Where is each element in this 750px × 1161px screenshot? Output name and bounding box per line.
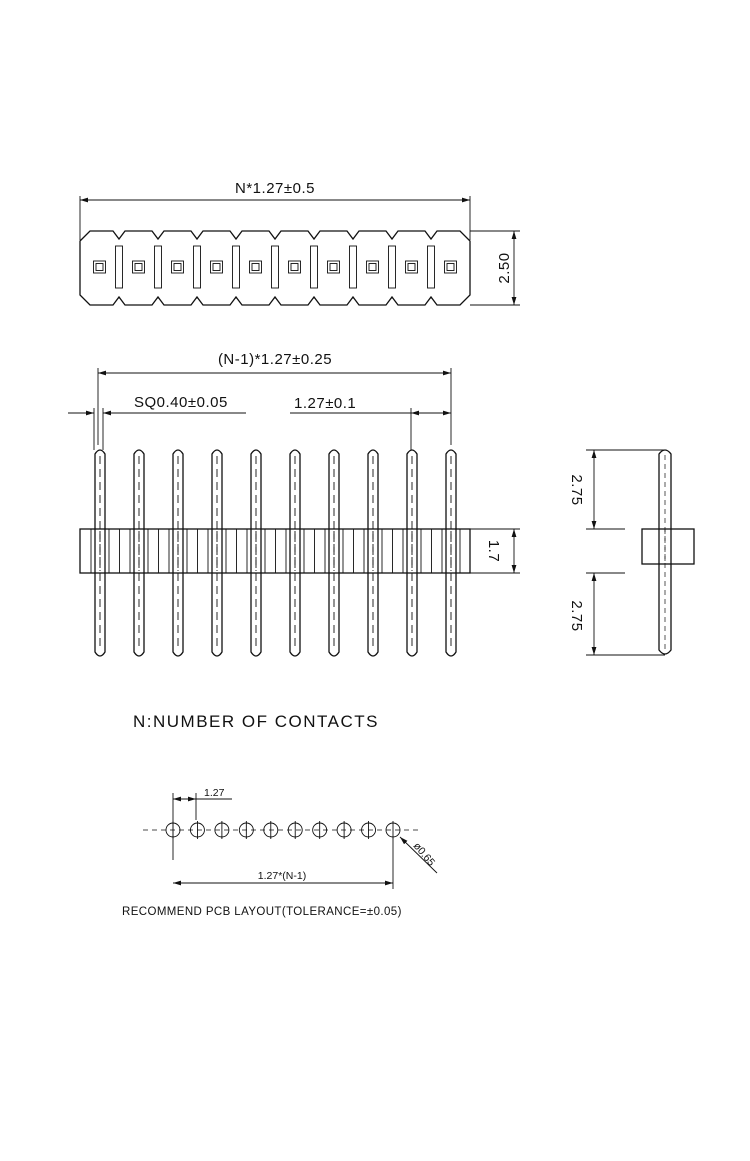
- side-lower-dim-label: 2.75: [568, 600, 585, 631]
- front-view: (N-1)*1.27±0.25 SQ0.40±0.05 1.27±0.1 1.7: [68, 351, 520, 657]
- front-pin: [367, 449, 379, 657]
- side-pin: [658, 449, 672, 655]
- front-span-dimension: (N-1)*1.27±0.25: [97, 351, 452, 445]
- top-slot: [349, 245, 357, 289]
- top-pin-square: [249, 260, 262, 274]
- top-housing-features: [93, 245, 457, 289]
- top-pin-square: [210, 260, 223, 274]
- pcb-hole-label: ø0.65: [411, 840, 438, 868]
- pin-size-dimension: SQ0.40±0.05: [68, 394, 246, 450]
- top-slot: [154, 245, 162, 289]
- top-slot: [232, 245, 240, 289]
- top-slot: [115, 245, 123, 289]
- front-pin: [250, 449, 262, 657]
- top-housing-outline: [79, 230, 471, 306]
- top-slot: [193, 245, 201, 289]
- top-pin-square: [288, 260, 301, 274]
- top-slot: [427, 245, 435, 289]
- front-housing: [79, 528, 471, 574]
- top-view-length-dimension: N*1.27±0.5: [79, 180, 471, 240]
- pcb-span-dimension: 1.27*(N-1): [173, 838, 394, 889]
- top-length-label: N*1.27±0.5: [235, 180, 315, 197]
- pcb-layout: 1.27 1.27*(N-1) ø0.65 RECOMMEND PCB LAYO…: [122, 787, 438, 918]
- side-view: 2.75 2.75: [568, 449, 695, 656]
- top-pin-square: [405, 260, 418, 274]
- contacts-note: N:NUMBER OF CONTACTS: [133, 712, 379, 731]
- side-upper-dim-label: 2.75: [568, 474, 585, 505]
- front-pin: [328, 449, 340, 657]
- side-housing: [641, 528, 695, 565]
- front-pin: [406, 449, 418, 657]
- side-dimensions: 2.75 2.75: [568, 449, 665, 656]
- body-height-label: 1.7: [485, 540, 502, 562]
- front-pin: [172, 449, 184, 657]
- front-pin: [94, 449, 106, 657]
- pcb-layout-caption: RECOMMEND PCB LAYOUT(TOLERANCE=±0.05): [122, 906, 402, 918]
- pcb-pitch-dimension: 1.27: [172, 787, 232, 860]
- pcb-holes: [165, 821, 401, 839]
- top-pin-square: [93, 260, 106, 274]
- top-pin-square: [327, 260, 340, 274]
- top-view-height-dimension: 2.50: [470, 230, 520, 306]
- front-pin: [211, 449, 223, 657]
- front-span-label: (N-1)*1.27±0.25: [218, 351, 332, 368]
- top-pin-square: [132, 260, 145, 274]
- top-slot: [310, 245, 318, 289]
- front-pin: [289, 449, 301, 657]
- front-pin: [133, 449, 145, 657]
- front-housing-detail: [90, 529, 461, 573]
- top-pin-square: [171, 260, 184, 274]
- pcb-span-label: 1.27*(N-1): [258, 870, 306, 882]
- pitch-label: 1.27±0.1: [294, 395, 356, 412]
- top-view: N*1.27±0.5 2.50: [79, 180, 520, 306]
- pcb-pitch-label: 1.27: [204, 787, 225, 799]
- pitch-dimension: 1.27±0.1: [290, 395, 451, 450]
- top-height-label: 2.50: [496, 252, 513, 283]
- pcb-hole-dimension: ø0.65: [399, 836, 438, 874]
- top-pin-square: [366, 260, 379, 274]
- top-pin-square: [444, 260, 457, 274]
- front-pin: [445, 449, 457, 657]
- body-height-dimension: 1.7: [470, 528, 520, 574]
- front-pins: [94, 449, 457, 657]
- top-slot: [388, 245, 396, 289]
- pin-size-label: SQ0.40±0.05: [134, 394, 228, 411]
- top-slot: [271, 245, 279, 289]
